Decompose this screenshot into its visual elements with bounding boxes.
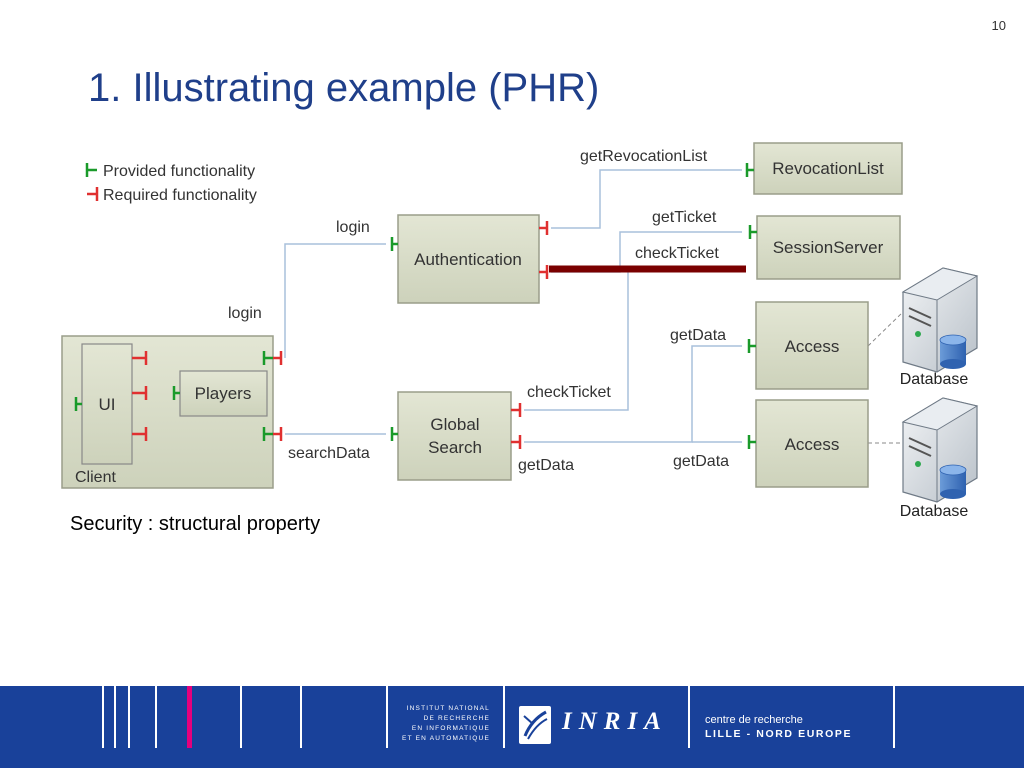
footer-divider (155, 686, 157, 748)
database-links (867, 309, 906, 444)
provided-port-icon (747, 339, 756, 353)
interface-check-ticket-session: checkTicket (635, 245, 719, 262)
provided-port-icon (74, 397, 82, 411)
wire-login (284, 243, 386, 358)
required-port-icon (511, 435, 522, 449)
session-server-component (756, 215, 901, 280)
provided-port-icon (262, 427, 273, 441)
wire-get-revocation-list (551, 169, 742, 229)
provided-port-icon (172, 386, 180, 400)
footer-divider (893, 686, 895, 748)
provided-port-icon (390, 237, 398, 251)
footer-divider (102, 686, 104, 748)
access-label-2: Access (785, 435, 840, 454)
required-port-icon (87, 187, 99, 201)
database-icon (901, 397, 979, 503)
footer-location: LILLE - NORD EUROPE (705, 728, 853, 740)
footer-institute: INSTITUT NATIONAL DE RECHERCHE EN INFORM… (396, 704, 490, 744)
institute-line: EN INFORMATIQUE (411, 725, 490, 732)
client-label: Client (75, 469, 116, 486)
interface-get-data-access1: getData (670, 327, 726, 344)
database-icon (901, 267, 979, 373)
footer-centre: centre de recherche (705, 714, 803, 726)
architecture-diagram: Provided functionality Required function… (61, 142, 979, 520)
revocation-list-component (753, 142, 903, 195)
footer-divider (386, 686, 388, 748)
legend-required-label: Required functionality (103, 187, 257, 204)
footer-divider (300, 686, 302, 748)
interface-check-ticket-search: checkTicket (527, 384, 611, 401)
required-port-icon (273, 351, 283, 365)
interface-login-client: login (228, 305, 262, 322)
required-port-icon (511, 403, 522, 417)
ui-label: UI (99, 395, 116, 414)
provided-port-icon (747, 435, 756, 449)
institute-line: INSTITUT NATIONAL (406, 705, 490, 712)
global-search-label-line2: Search (428, 438, 482, 457)
slide-caption: Security : structural property (70, 513, 321, 535)
footer-divider (128, 686, 130, 748)
legend-provided-label: Provided functionality (103, 163, 255, 180)
interface-search-data: searchData (288, 445, 370, 462)
required-ports (132, 221, 549, 449)
provided-ports (74, 163, 757, 449)
interface-login-auth: login (336, 219, 370, 236)
client-component: Client UI Players (61, 335, 274, 489)
footer-divider (503, 686, 505, 748)
inria-emblem-icon (523, 710, 548, 740)
required-port-icon (132, 427, 148, 441)
interface-get-revocation-list: getRevocationList (580, 148, 708, 165)
footer-banner: INSTITUT NATIONAL DE RECHERCHE EN INFORM… (0, 686, 1024, 768)
footer-divider (688, 686, 690, 748)
provided-port-icon (748, 225, 757, 239)
required-port-icon (273, 427, 283, 441)
interface-get-data-search: getData (518, 457, 574, 474)
footer-divider (114, 686, 116, 748)
required-port-icon (539, 221, 549, 235)
global-search-label-line1: Global (430, 415, 479, 434)
required-port-icon (539, 265, 549, 279)
authentication-component (397, 214, 540, 304)
provided-port-icon (262, 351, 273, 365)
database-label-1: Database (900, 371, 969, 388)
players-label: Players (195, 384, 252, 403)
legend: Provided functionality Required function… (85, 163, 257, 204)
provided-port-icon (745, 163, 754, 177)
inria-logo: INRIA (562, 708, 668, 735)
access-component-2 (755, 399, 869, 488)
provided-port-icon (390, 427, 398, 441)
required-port-icon (132, 351, 148, 365)
footer-accent-bar (187, 686, 192, 748)
global-search-component (397, 391, 512, 481)
footer-divider (240, 686, 242, 748)
database-label-2: Database (900, 503, 969, 520)
interface-get-ticket: getTicket (652, 209, 717, 226)
interface-get-data-access2: getData (673, 453, 729, 470)
institute-line: DE RECHERCHE (423, 715, 490, 722)
provided-port-icon (85, 163, 97, 177)
institute-line: ET EN AUTOMATIQUE (402, 735, 490, 742)
slide-number: 10 (991, 18, 1006, 33)
inria-logo-icon (519, 706, 551, 744)
access-component-1 (755, 301, 869, 390)
access-label-1: Access (785, 337, 840, 356)
slide-title: 1. Illustrating example (PHR) (88, 66, 600, 110)
authentication-label: Authentication (414, 250, 522, 269)
revocation-list-label: RevocationList (772, 159, 884, 178)
session-server-label: SessionServer (773, 238, 884, 257)
wire-get-data (524, 345, 742, 443)
required-port-icon (132, 386, 148, 400)
